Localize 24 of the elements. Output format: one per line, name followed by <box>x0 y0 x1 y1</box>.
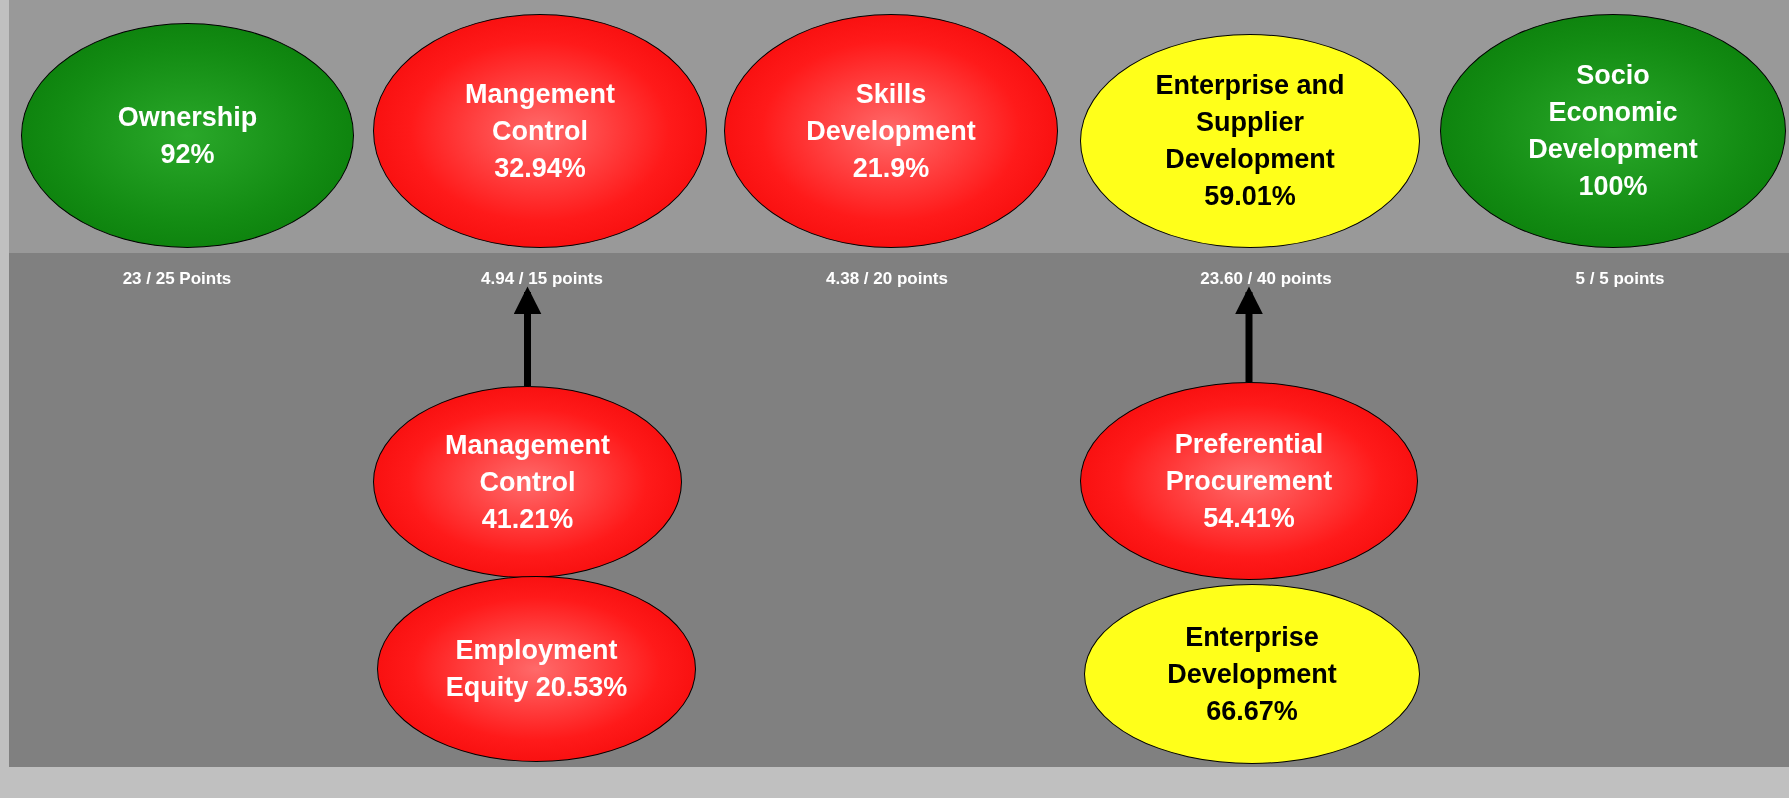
ellipse-text: 21.9% <box>852 151 930 185</box>
ellipse-text: Preferential Procurement <box>1164 427 1334 498</box>
ellipse-text: Mangement Control <box>464 77 616 148</box>
ellipse-text: 59.01% <box>1204 180 1296 213</box>
ellipse-text: 54.41% <box>1203 501 1295 535</box>
ellipse-text: 100% <box>1578 170 1648 203</box>
arrow <box>513 286 542 386</box>
points-label: 4.38 / 20 points <box>777 268 997 290</box>
ellipse-text: 66.67% <box>1206 694 1298 728</box>
ellipse-text: Skills Development <box>805 77 977 148</box>
ellipse-text: Socio Economic Development <box>1527 59 1699 166</box>
points-label: 23 / 25 Points <box>77 268 277 290</box>
arrow <box>1235 286 1263 382</box>
ellipse-text: Enterprise Development <box>1166 620 1338 691</box>
ellipse-text: Employment Equity 20.53% <box>444 634 629 704</box>
ellipse-text: 32.94% <box>494 151 586 185</box>
points-label: 23.60 / 40 points <box>1156 268 1376 290</box>
ellipse-text: Management Control <box>443 428 611 499</box>
ellipse-text: Enterprise and Supplier Development <box>1154 69 1346 176</box>
ellipse-text: 41.21% <box>481 502 574 536</box>
points-label: 4.94 / 15 points <box>432 268 652 290</box>
ellipse-text: Ownership <box>117 100 258 134</box>
ellipse-text: 92% <box>160 137 215 171</box>
points-label: 5 / 5 points <box>1520 268 1720 290</box>
